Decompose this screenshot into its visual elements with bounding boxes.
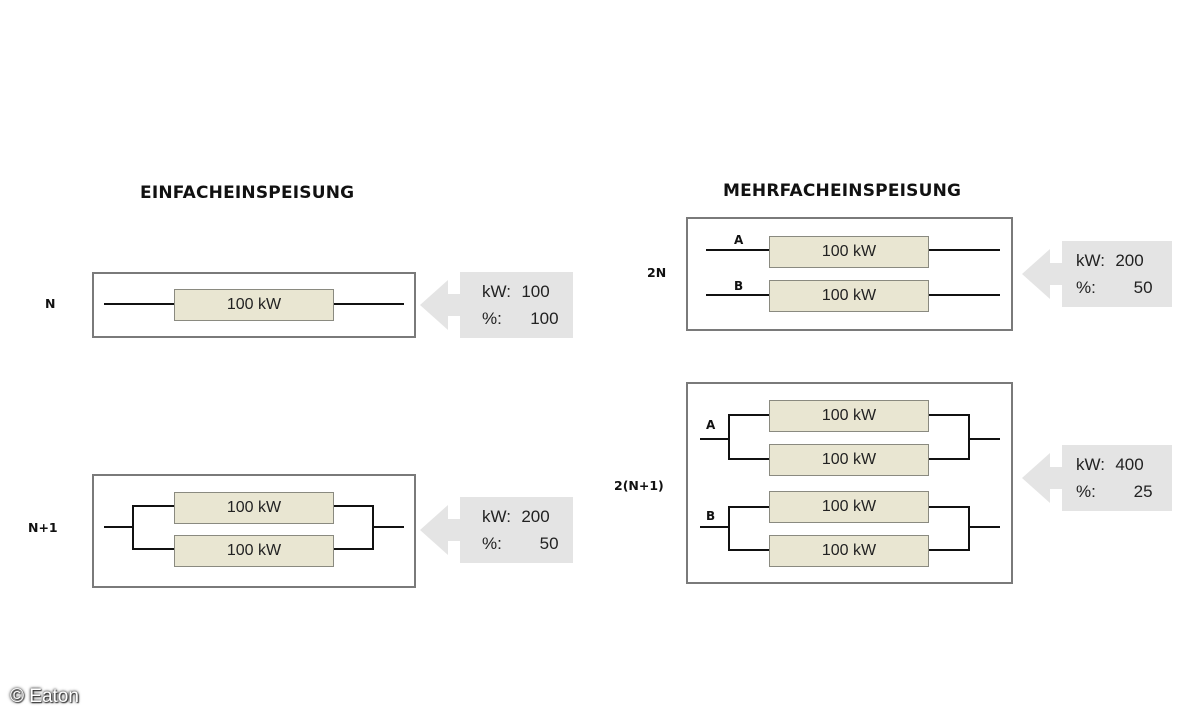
bus-line-a-in — [700, 438, 730, 440]
ups-module: 100 kW — [174, 289, 334, 321]
left-arrow-icon — [420, 505, 462, 555]
feed-label-b: B — [734, 279, 744, 293]
diagram-n: 100 kW — [92, 272, 416, 338]
ups-module-b2: 100 kW — [769, 535, 929, 567]
callout-pct-row: %: 25 — [1076, 478, 1172, 505]
pct-label: %: — [482, 309, 502, 328]
branch-line — [928, 549, 970, 551]
kw-value: 200 — [521, 507, 550, 526]
ups-module: 100 kW — [174, 492, 334, 524]
ups-module-b1: 100 kW — [769, 491, 929, 523]
branch-line — [928, 458, 970, 460]
kw-label: kW: — [482, 282, 511, 301]
ups-module-a2: 100 kW — [769, 444, 929, 476]
diagram-n-plus-1: 100 kW 100 kW — [92, 474, 416, 588]
left-arrow-icon — [420, 280, 462, 330]
callout-kw-row: kW: 100 — [482, 278, 573, 305]
bus-split-right-a — [968, 414, 970, 460]
pct-label: %: — [1076, 482, 1096, 501]
config-label-2-n-plus-1: 2(N+1) — [614, 478, 664, 493]
branch-line — [728, 549, 770, 551]
branch-line — [334, 505, 374, 507]
heading-mehrfacheinspeisung: MEHRFACHEINSPEISUNG — [723, 181, 962, 201]
ups-module: 100 kW — [174, 535, 334, 567]
config-label-2n: 2N — [647, 265, 667, 280]
bus-split-left-a — [728, 414, 730, 460]
callout-pct-row: %: 100 — [482, 305, 573, 332]
feed-label-b: B — [706, 509, 716, 523]
pct-value: 25 — [1133, 482, 1153, 501]
config-label-n: N — [45, 296, 56, 311]
kw-label: kW: — [482, 507, 511, 526]
kw-value: 200 — [1115, 251, 1144, 270]
pct-label: %: — [482, 534, 502, 553]
pct-value: 50 — [539, 534, 559, 553]
diagram-2n: A B 100 kW 100 kW — [686, 217, 1013, 331]
branch-line — [728, 414, 770, 416]
feed-label-a: A — [706, 418, 716, 432]
branch-line — [928, 414, 970, 416]
branch-line — [132, 548, 176, 550]
feed-label-a: A — [734, 233, 744, 247]
heading-einfacheinspeisung: EINFACHEINSPEISUNG — [140, 183, 355, 203]
bus-line-in — [104, 526, 134, 528]
bus-split-left-b — [728, 506, 730, 551]
bus-split-right-b — [968, 506, 970, 551]
bus-split-left — [132, 505, 134, 550]
callout-kw-row: kW: 400 — [1076, 451, 1172, 478]
copyright-watermark: © Eaton — [10, 686, 79, 707]
callout-pct-row: %: 50 — [1076, 274, 1172, 301]
callout-box: kW: 200 %: 50 — [1062, 241, 1172, 307]
branch-line — [728, 506, 770, 508]
branch-line — [132, 505, 176, 507]
config-label-n-plus-1: N+1 — [28, 520, 58, 535]
branch-line — [334, 548, 374, 550]
ups-module-a: 100 kW — [769, 236, 929, 268]
callout-box: kW: 100 %: 100 — [460, 272, 573, 338]
callout-box: kW: 400 %: 25 — [1062, 445, 1172, 511]
kw-label: kW: — [1076, 455, 1105, 474]
pct-label: %: — [1076, 278, 1096, 297]
pct-value: 100 — [530, 309, 559, 328]
bus-line-b-out — [968, 526, 1000, 528]
branch-line — [928, 506, 970, 508]
callout-kw-row: kW: 200 — [482, 503, 573, 530]
callout-pct-row: %: 50 — [482, 530, 573, 557]
ups-module-a1: 100 kW — [769, 400, 929, 432]
branch-line — [728, 458, 770, 460]
bus-line-a-out — [968, 438, 1000, 440]
bus-line-out — [372, 526, 404, 528]
callout-box: kW: 200 %: 50 — [460, 497, 573, 563]
diagram-2-n-plus-1: A B 100 kW 100 kW 100 kW 100 kW — [686, 382, 1013, 584]
kw-value: 100 — [521, 282, 550, 301]
kw-value: 400 — [1115, 455, 1144, 474]
ups-module-b: 100 kW — [769, 280, 929, 312]
pct-value: 50 — [1133, 278, 1153, 297]
callout-kw-row: kW: 200 — [1076, 247, 1172, 274]
bus-line-b-in — [700, 526, 730, 528]
kw-label: kW: — [1076, 251, 1105, 270]
left-arrow-icon — [1022, 249, 1064, 299]
left-arrow-icon — [1022, 453, 1064, 503]
